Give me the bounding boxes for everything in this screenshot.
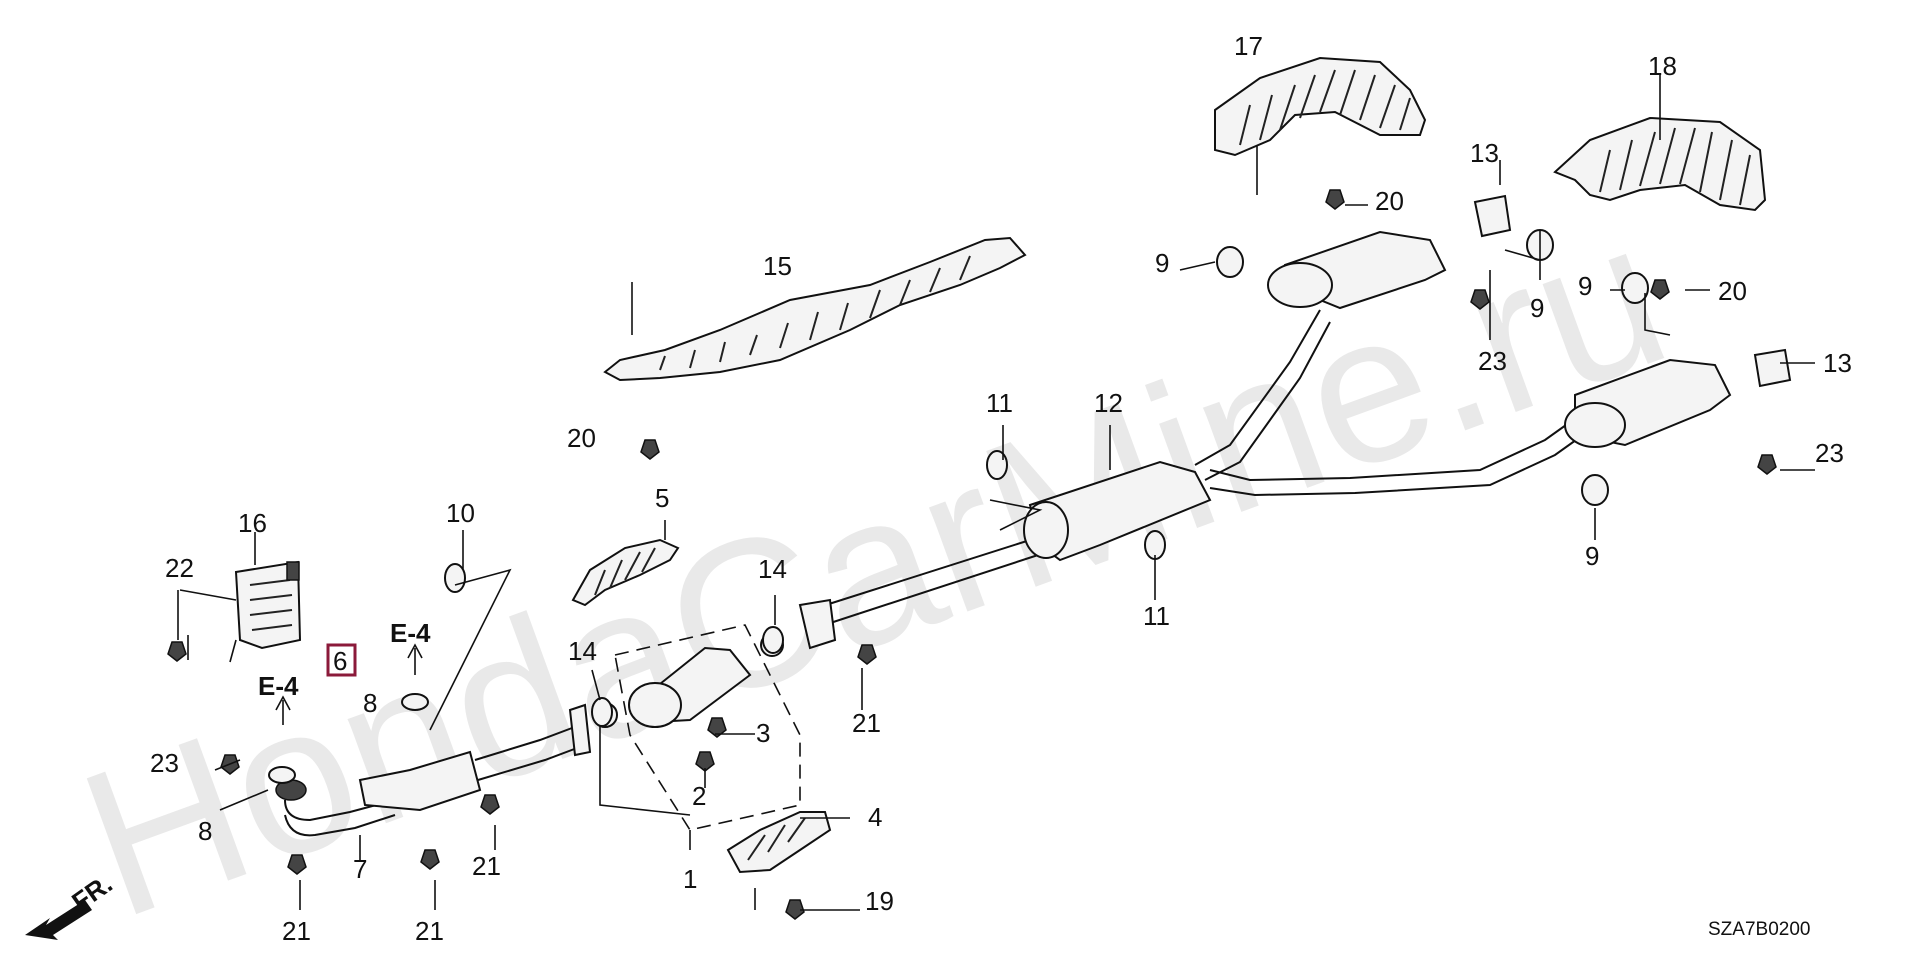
label-part-12[interactable]: 12: [1094, 388, 1123, 418]
part-15-heat-shield[interactable]: [603, 236, 1027, 382]
label-part-17[interactable]: 17: [1234, 31, 1263, 61]
label-part-5[interactable]: 5: [655, 483, 669, 513]
label-part-9-a[interactable]: 9: [1155, 248, 1169, 278]
label-part-6[interactable]: 6: [333, 646, 347, 676]
part-16-heat-plate[interactable]: [234, 560, 302, 650]
label-part-8-upper[interactable]: 8: [363, 688, 377, 718]
part-17-heat-shield[interactable]: [1214, 56, 1427, 157]
label-part-21-c[interactable]: 21: [472, 851, 501, 881]
callout-e4-lower[interactable]: E-4: [258, 671, 299, 701]
label-part-21-d[interactable]: 21: [852, 708, 881, 738]
callout-e4-upper[interactable]: E-4: [390, 618, 431, 648]
label-part-14-left[interactable]: 14: [568, 636, 597, 666]
label-part-23-a[interactable]: 23: [150, 748, 179, 778]
label-part-22[interactable]: 22: [165, 553, 194, 583]
label-part-23-c[interactable]: 23: [1815, 438, 1844, 468]
label-part-15[interactable]: 15: [763, 251, 792, 281]
label-part-8-lower[interactable]: 8: [198, 816, 212, 846]
label-part-19[interactable]: 19: [865, 886, 894, 916]
part-18-heat-shield[interactable]: [1553, 116, 1767, 212]
callout-e4-upper-arrow: [407, 643, 423, 675]
part-5-heat-shield[interactable]: [571, 538, 680, 607]
label-part-13-lower[interactable]: 13: [1823, 348, 1852, 378]
label-part-21-b[interactable]: 21: [415, 916, 444, 946]
label-part-11-upper[interactable]: 11: [986, 388, 1013, 418]
label-part-21-a[interactable]: 21: [282, 916, 311, 946]
label-part-14-right[interactable]: 14: [758, 554, 787, 584]
front-arrow-icon: [25, 900, 92, 940]
label-part-11-lower[interactable]: 11: [1143, 601, 1170, 631]
label-part-20-left[interactable]: 20: [567, 423, 596, 453]
label-part-18[interactable]: 18: [1648, 51, 1677, 81]
label-part-23-b[interactable]: 23: [1478, 346, 1507, 376]
label-part-2[interactable]: 2: [692, 781, 706, 811]
label-part-20-top[interactable]: 20: [1375, 186, 1404, 216]
label-part-10[interactable]: 10: [446, 498, 475, 528]
label-part-20-right[interactable]: 20: [1718, 276, 1747, 306]
label-part-3[interactable]: 3: [756, 718, 770, 748]
label-part-9-d[interactable]: 9: [1585, 541, 1599, 571]
diagram-code: SZA7B0200: [1708, 919, 1810, 940]
label-part-4[interactable]: 4: [868, 802, 882, 832]
callout-e4-lower-arrow: [275, 695, 291, 725]
highlight-part-6: [326, 643, 357, 677]
label-part-16[interactable]: 16: [238, 508, 267, 538]
front-direction-marker: FR.: [25, 868, 118, 940]
label-part-9-b[interactable]: 9: [1530, 293, 1544, 323]
label-part-7[interactable]: 7: [353, 854, 367, 884]
label-part-9-c[interactable]: 9: [1578, 271, 1592, 301]
label-part-1[interactable]: 1: [683, 864, 697, 894]
label-part-13-upper[interactable]: 13: [1470, 138, 1499, 168]
part-labels: 1 2 3 4 5 6 7 8 8 9 9 9 9 10 11 11 12 13…: [150, 31, 1852, 946]
part-4-heat-shield[interactable]: [726, 811, 832, 874]
